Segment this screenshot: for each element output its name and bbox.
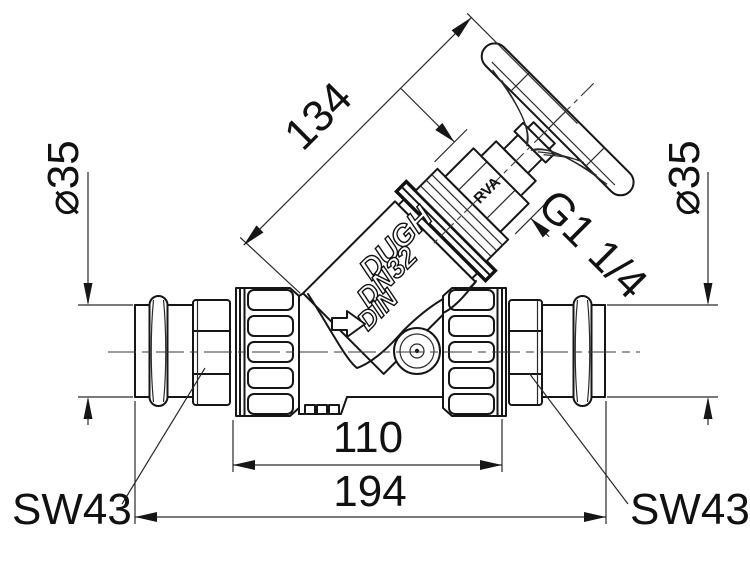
press-bead-left — [148, 295, 169, 407]
dim-dia-left: ⌀35 — [39, 140, 133, 425]
press-connection-left — [134, 295, 194, 407]
dia-left-label: ⌀35 — [39, 140, 88, 215]
flow-direction-arrow — [331, 310, 366, 338]
wrench-callout-left: SW43 — [12, 367, 206, 534]
dim-110-label: 110 — [333, 413, 403, 462]
drain-boss — [393, 327, 441, 375]
seat-contour — [307, 293, 444, 369]
dim-110: 110 — [232, 413, 503, 472]
wrench-callout-right: SW43 — [528, 372, 750, 534]
press-connection-right — [541, 295, 606, 407]
press-bead-right — [572, 295, 593, 407]
dimension-lines: ⌀35 ⌀35 110 194 SW43 — [12, 140, 750, 534]
wrench-right-label: SW43 — [630, 485, 750, 534]
stem-centerline — [432, 82, 595, 245]
thread-size-label: G1 1/4 — [529, 180, 657, 308]
dim-194: 194 — [134, 401, 607, 524]
dim-134-label: 134 — [275, 73, 362, 160]
dim-dia-right: ⌀35 — [607, 140, 718, 425]
wrench-left-label: SW43 — [12, 485, 132, 534]
dia-right-label: ⌀35 — [660, 140, 709, 215]
union-nut-right — [442, 287, 507, 417]
valve-body-front — [298, 280, 477, 415]
dim-194-label: 194 — [333, 467, 406, 516]
